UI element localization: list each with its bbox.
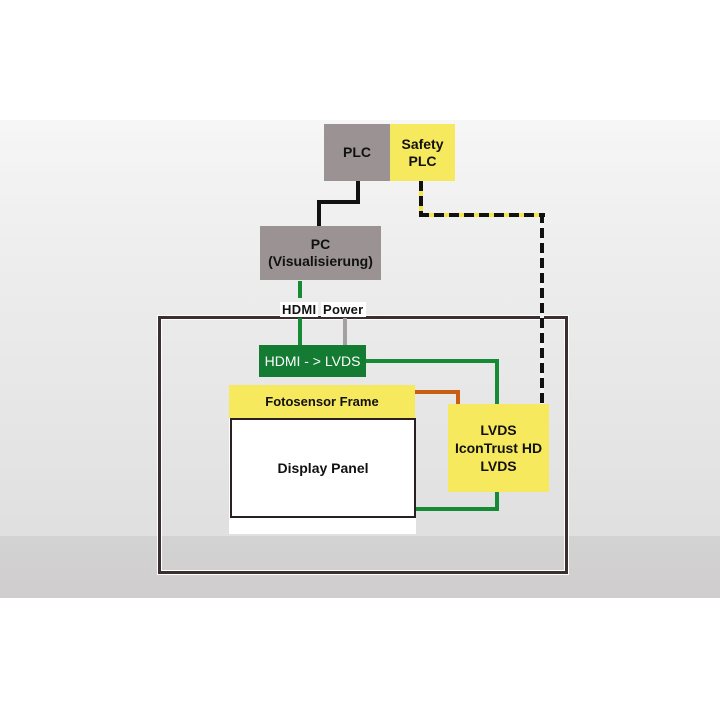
safety-plc-label-line2: PLC [408, 152, 437, 169]
icontrust-label-line2: IconTrust HD [454, 439, 543, 456]
icontrust-hd-node: LVDS IconTrust HD LVDS [448, 404, 549, 492]
display-panel-label: Display Panel [277, 460, 369, 476]
pc-hdmi-stub-line [298, 281, 302, 298]
plc-to-pc-line-2 [317, 200, 360, 204]
converter-to-icontrust-line-2 [495, 359, 499, 405]
fotosensor-to-icontrust-line-1 [415, 390, 460, 394]
plc-node: PLC [324, 124, 390, 181]
fotosensor-to-icontrust-line-2 [456, 390, 460, 405]
icontrust-label-line3: LVDS [480, 458, 517, 475]
safety-dashed-line-3 [540, 213, 544, 405]
plc-to-pc-line-3 [317, 200, 321, 227]
plc-label: PLC [343, 144, 371, 161]
pc-label-line2: (Visualisierung) [268, 253, 373, 269]
converter-label: HDMI - > LVDS [264, 352, 361, 369]
pc-node: PC (Visualisierung) [260, 226, 381, 280]
safety-dashed-line-2 [419, 213, 545, 217]
background-floor-band [0, 536, 720, 598]
converter-to-icontrust-line-1 [366, 359, 499, 363]
icontrust-to-display-line-1 [495, 492, 499, 511]
pc-label-line1: PC [310, 236, 331, 253]
safety-plc-label-line1: Safety [401, 135, 444, 152]
fotosensor-label: Fotosensor Frame [265, 393, 379, 409]
power-to-converter-line [343, 318, 347, 346]
plc-to-pc-line-1 [356, 181, 360, 204]
icontrust-label-line1: LVDS [480, 421, 517, 438]
hdmi-to-converter-line [298, 318, 302, 346]
display-panel-node: Display Panel [230, 418, 416, 518]
safety-dashed-line-1 [419, 181, 423, 216]
hdmi-connection-label: HDMI [280, 302, 319, 317]
icontrust-to-display-line-2 [414, 507, 499, 511]
hdmi-lvds-converter-node: HDMI - > LVDS [259, 345, 366, 377]
safety-plc-node: Safety PLC [390, 124, 455, 181]
fotosensor-frame-node: Fotosensor Frame [229, 385, 415, 418]
device-enclosure-frame [158, 316, 568, 574]
power-connection-label: Power [321, 302, 366, 317]
